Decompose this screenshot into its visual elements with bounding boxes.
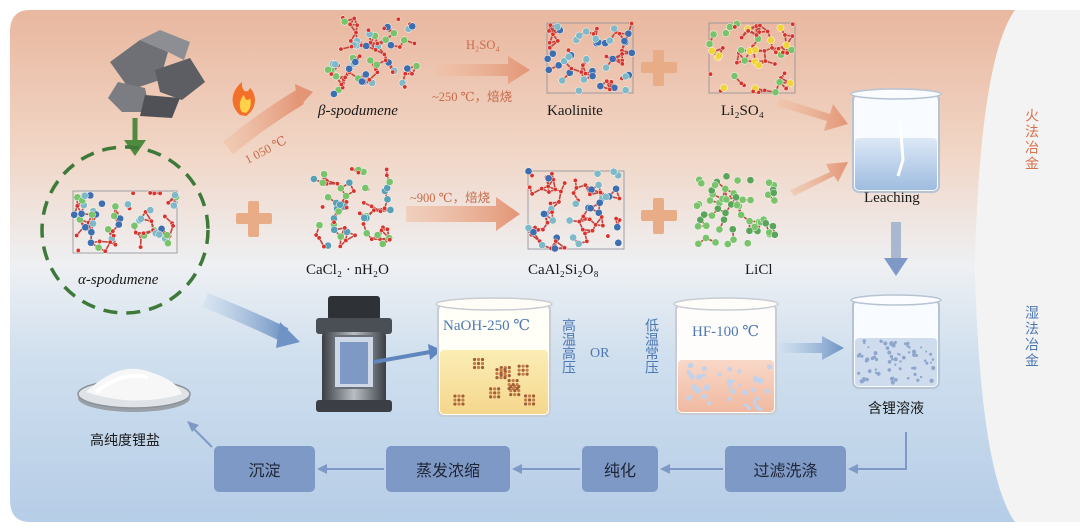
naoh-condition-label: NaOH-250 ℃ [443, 318, 531, 334]
plus-icon [641, 198, 677, 234]
hydrometallurgy-label: 湿法冶金 [1023, 305, 1038, 369]
autoclave-reactor-image [316, 296, 442, 412]
cacl2-label: CaCl₂ · nH₂O [306, 262, 389, 278]
arrow-to-kaolinite [436, 56, 530, 84]
caal2si2o8-crystal [524, 167, 625, 253]
plus-icon [641, 50, 677, 86]
licl-crystal [693, 172, 779, 248]
naoh-pressure-note: 高温高压 [560, 318, 575, 374]
cacl2-crystal [310, 166, 395, 250]
lithium-salt-dish-image [77, 368, 191, 412]
arrow-to-caal [406, 197, 520, 231]
li2so4-label: Li₂SO₄ [721, 103, 764, 119]
leaching-label: Leaching [864, 190, 920, 206]
high-purity-lithium-salt-label: 高纯度锂盐 [90, 433, 160, 449]
arrow-licl-to-leaching [790, 162, 848, 196]
ore-rocks-image [108, 30, 205, 118]
hf-beaker [673, 297, 779, 415]
licl-label: LiCl [745, 262, 773, 278]
leaching-beaker [850, 88, 942, 193]
solution-beaker [850, 294, 942, 389]
arrow-head [295, 84, 313, 108]
beta-spodumene-label: β-spodumene [318, 103, 398, 119]
arrow-to-beta [222, 90, 305, 155]
flow-connector [187, 421, 907, 474]
beta-spodumene-crystal [324, 15, 421, 98]
kaolinite-crystal [543, 20, 636, 95]
caal2si2o8-label: CaAl₂Si₂O₈ [528, 262, 599, 278]
arrow-hf-to-solution [778, 336, 844, 360]
plus-icon [236, 201, 272, 237]
li2so4-crystal [705, 20, 796, 97]
filter-wash-step: 过滤洗涤 [725, 446, 846, 492]
hf-condition-label: HF-100 ℃ [692, 324, 760, 340]
arrow-alpha-to-reactor [202, 293, 289, 342]
arrow-li2so4-to-leaching [777, 98, 848, 131]
roast-condition-top: ~250 ℃，焙烧 [432, 90, 513, 104]
kaolinite-label: Kaolinite [547, 103, 603, 119]
leaching-to-solution-arrow [884, 222, 908, 276]
evaporation-step: 蒸发浓缩 [386, 446, 510, 492]
or-label: OR [590, 346, 610, 361]
precipitation-step: 沉淀 [214, 446, 315, 492]
alpha-spodumene-circle [40, 145, 210, 315]
pyrometallurgy-label: 火法冶金 [1023, 108, 1038, 172]
purification-step: 纯化 [582, 446, 658, 492]
background-edge [975, 10, 1080, 522]
roast-condition-middle: ~900 ℃，焙烧 [410, 191, 491, 205]
lithium-solution-label: 含锂溶液 [868, 401, 924, 417]
reagent-label: H₂SO₄ [466, 38, 500, 52]
hf-pressure-note: 低温常压 [643, 318, 658, 374]
alpha-spodumene-label: α-spodumene [78, 272, 159, 288]
alpha-spodumene-crystal [70, 190, 181, 254]
flame-icon [232, 82, 255, 116]
naoh-beaker [435, 297, 553, 417]
